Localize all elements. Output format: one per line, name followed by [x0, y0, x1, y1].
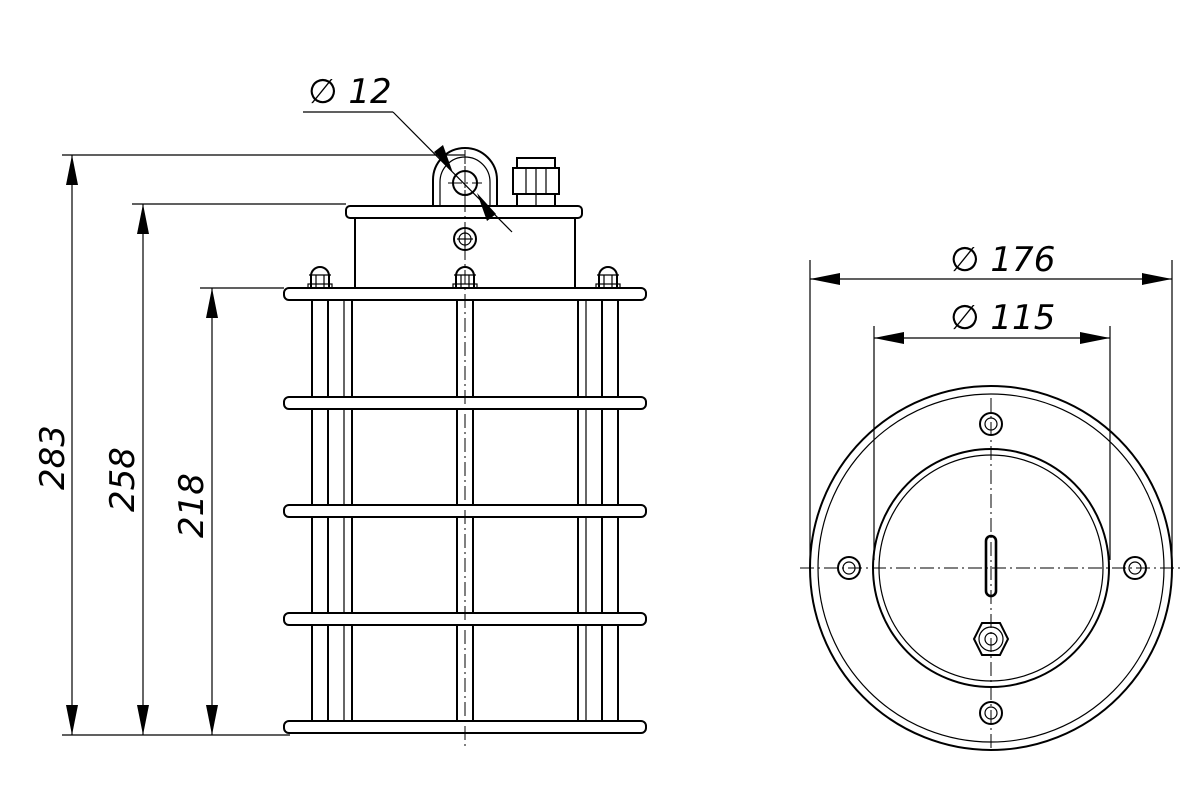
dimension-258-label: 258 — [103, 447, 143, 512]
top-flange — [345, 205, 583, 219]
dimension-218-label: 218 — [172, 473, 212, 538]
bolt-right — [595, 266, 621, 291]
dimension-283 — [66, 155, 78, 735]
dimension-218 — [206, 288, 218, 735]
extension-lines — [62, 154, 465, 736]
dimension-176-label: ∅ 176 — [950, 240, 1055, 280]
bolt-left — [307, 266, 333, 291]
dimension-115-label: ∅ 115 — [950, 298, 1055, 338]
hex-nut — [972, 622, 1010, 656]
mounting-holes — [837, 412, 1147, 725]
center-slot — [984, 534, 998, 598]
dimension-hole-label: ∅ 12 — [308, 72, 392, 112]
side-view: 283 258 218 ∅ 12 — [33, 72, 647, 748]
dimension-115 — [873, 326, 1111, 560]
dimension-hole-leader — [303, 111, 513, 233]
dimension-258 — [137, 204, 149, 735]
lifting-eye — [432, 147, 498, 206]
cable-gland — [512, 157, 560, 207]
dimension-283-label: 283 — [33, 425, 73, 490]
dimension-176 — [809, 260, 1173, 560]
housing-body — [354, 218, 576, 288]
bottom-view: ∅ 176 ∅ 115 — [800, 240, 1182, 752]
